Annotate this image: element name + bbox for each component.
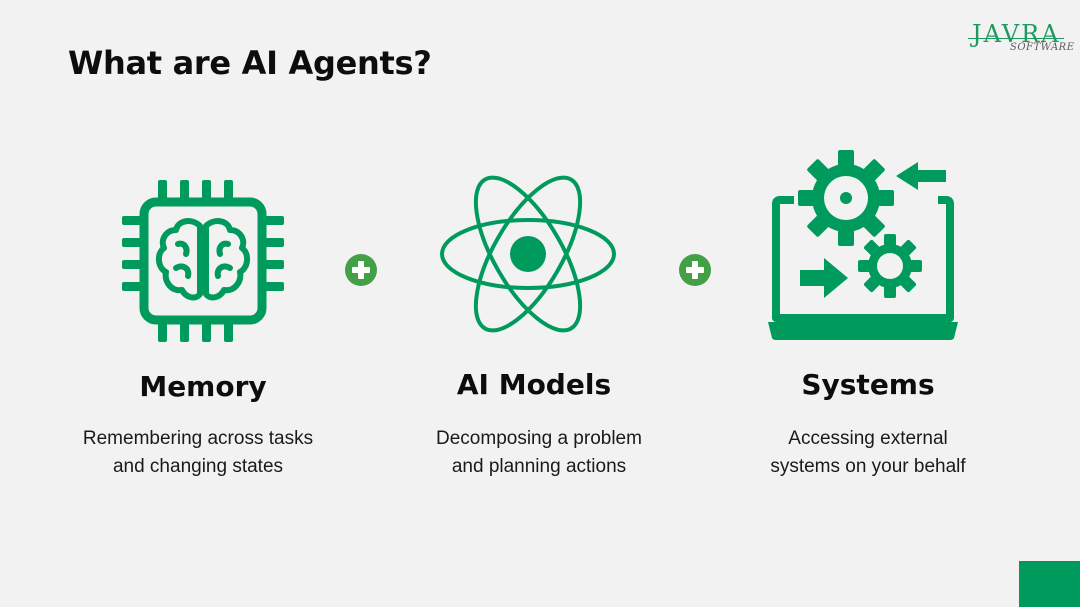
ai-models-description-line2: and planning actions xyxy=(451,456,627,477)
memory-description: Remembering across tasks and changing st… xyxy=(38,425,358,481)
systems-description-line1: Accessing external xyxy=(788,428,948,449)
laptop-gears-icon xyxy=(768,150,958,340)
slide-title: What are AI Agents? xyxy=(68,44,432,82)
company-logo: JAVRA SOFTWARE xyxy=(968,20,1074,60)
corner-accent-block xyxy=(1019,561,1080,607)
memory-description-line2: and changing states xyxy=(112,456,284,477)
memory-title: Memory xyxy=(139,370,267,403)
logo-underline xyxy=(968,38,1064,39)
atom-icon xyxy=(440,175,616,333)
systems-description: Accessing external systems on your behal… xyxy=(708,425,1028,481)
ai-models-title: AI Models xyxy=(456,368,612,401)
plus-icon xyxy=(345,254,377,286)
logo-name: JAVRA xyxy=(972,20,1061,48)
plus-icon xyxy=(679,254,711,286)
logo-tagline: SOFTWARE xyxy=(1010,42,1075,53)
ai-models-description: Decomposing a problem and planning actio… xyxy=(379,425,699,481)
ai-models-description-line1: Decomposing a problem xyxy=(436,428,642,449)
systems-description-line2: systems on your behalf xyxy=(770,456,966,477)
memory-description-line1: Remembering across tasks xyxy=(82,428,314,449)
systems-title: Systems xyxy=(801,368,935,401)
brain-chip-icon xyxy=(122,180,284,342)
